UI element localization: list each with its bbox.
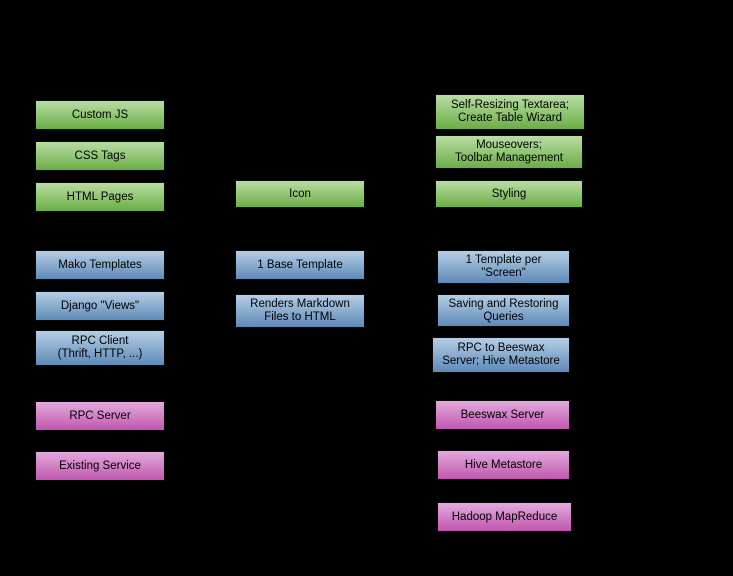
box-label: Queries (483, 310, 524, 323)
box-label: RPC to Beeswax (457, 342, 545, 354)
box-label: Toolbar Management (454, 152, 564, 164)
box-label: Custom JS (71, 108, 129, 121)
box-label: CSS Tags (74, 149, 126, 162)
box-label: RPC Server (69, 409, 131, 422)
box-label: Hive Metastore (464, 458, 543, 471)
diagram-box-beeswax-server: Beeswax Server (435, 400, 570, 430)
box-label: Hadoop MapReduce (451, 510, 558, 523)
box-label: Styling (491, 187, 527, 200)
diagram-box-rpc-server: RPC Server (35, 401, 165, 431)
box-label: Self-Resizing Textarea; (450, 99, 570, 111)
diagram-box-base-template: 1 Base Template (235, 250, 365, 280)
diagram-box-hive-metastore: Hive Metastore (437, 450, 570, 480)
diagram-box-icon: Icon (235, 180, 365, 208)
diagram-box-html-pages: HTML Pages (35, 182, 165, 212)
diagram-box-rpc-client: RPC Client(Thrift, HTTP, ...) (35, 330, 165, 366)
box-label: Create Table Wizard (458, 112, 562, 124)
box-label: RPC Client (71, 335, 129, 347)
box-label: Server; Hive Metastore (442, 355, 560, 367)
box-label: Beeswax Server (460, 408, 545, 421)
diagram-box-mouseovers: Mouseovers;Toolbar Management (435, 135, 583, 169)
box-label: 1 Template per (465, 254, 542, 266)
box-label: Existing Service (59, 459, 141, 472)
diagram-box-styling: Styling (435, 180, 583, 208)
box-label: Files to HTML (264, 311, 336, 323)
box-label: "Screen" (481, 267, 526, 279)
box-label: Mako Templates (58, 258, 142, 271)
box-label: Mouseovers; (476, 139, 542, 151)
diagram-box-custom-js: Custom JS (35, 100, 165, 130)
diagram-box-hadoop-mapreduce: Hadoop MapReduce (437, 502, 572, 532)
diagram-box-self-resizing-textarea: Self-Resizing Textarea;Create Table Wiza… (435, 94, 585, 130)
diagram-box-django-views: Django "Views" (35, 291, 165, 321)
box-label: Icon (289, 187, 311, 200)
box-label: Django "Views" (60, 299, 140, 312)
box-label: HTML Pages (66, 190, 134, 203)
diagram-box-mako-templates: Mako Templates (35, 250, 165, 280)
diagram-box-css-tags: CSS Tags (35, 141, 165, 171)
box-label: 1 Base Template (257, 258, 343, 271)
box-label: Saving and Restoring (448, 297, 559, 310)
box-label: Renders Markdown (250, 298, 350, 310)
box-label: (Thrift, HTTP, ...) (57, 348, 143, 360)
diagram-box-template-per-screen: 1 Template per"Screen" (437, 250, 570, 284)
diagram-box-existing-service: Existing Service (35, 451, 165, 481)
